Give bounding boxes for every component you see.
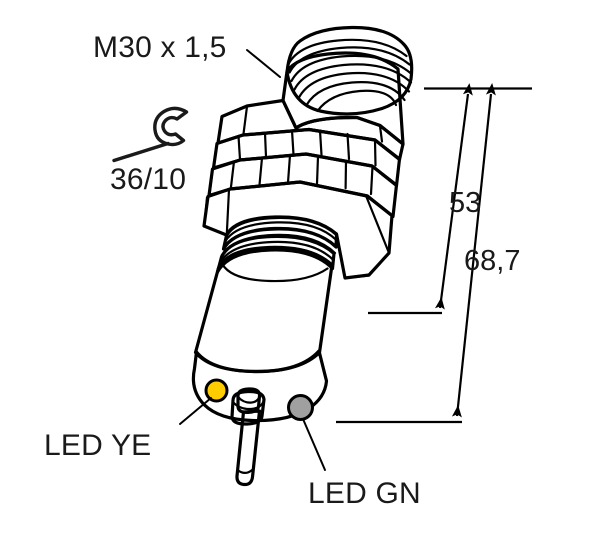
- dimension-value-53: 53: [449, 187, 481, 219]
- led-ye-leader: [179, 397, 212, 425]
- hex-nut-middle-band: [207, 152, 399, 219]
- led-green-indicator: [287, 394, 314, 421]
- led-gn-label: LED GN: [308, 477, 421, 510]
- led-ye-label: LED YE: [44, 429, 151, 462]
- led-gn-leader: [302, 418, 326, 471]
- hex-nut-lower-band: [202, 180, 394, 280]
- thread-spec-label: M30 x 1,5: [93, 31, 227, 64]
- cable-gland-boss: [230, 387, 266, 426]
- thread-spec-leader: [246, 49, 281, 78]
- threaded-head: [285, 25, 414, 116]
- wrench-size-label: 36/10: [110, 163, 186, 196]
- thread-spec-annotation: M30 x 1,5: [93, 31, 281, 78]
- led-gn-annotation: LED GN: [302, 418, 421, 510]
- led-yellow-indicator: [204, 378, 229, 403]
- led-ye-annotation: LED YE: [44, 397, 212, 462]
- dimension-group: 53 68,7: [336, 83, 532, 424]
- led-indicators: [204, 378, 314, 421]
- wrench-icon: [112, 106, 189, 163]
- wrench-spec-annotation: 36/10: [110, 106, 189, 196]
- dimension-value-687: 68,7: [464, 245, 520, 277]
- sensor-body-group: [191, 25, 414, 487]
- cable-stub: [235, 409, 262, 487]
- yellow-barrel: [193, 245, 334, 374]
- dimension-line-687: [451, 83, 496, 418]
